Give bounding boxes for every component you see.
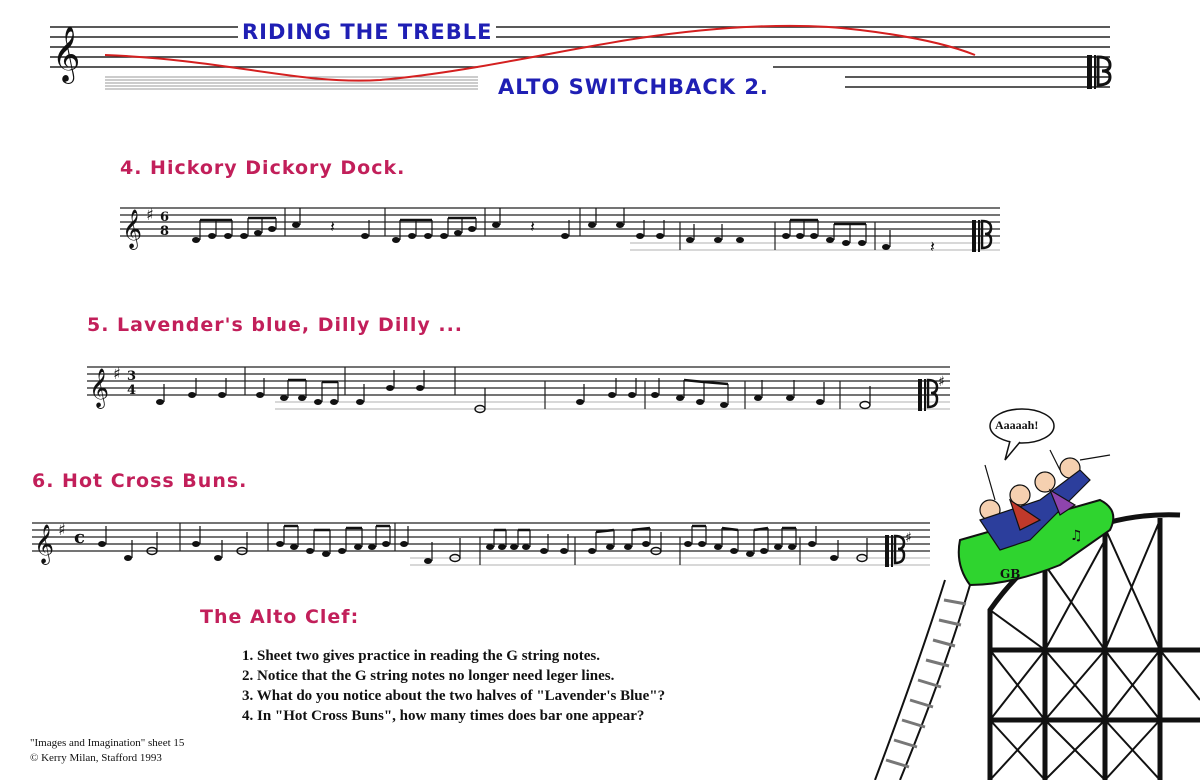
- song-title-hickory: 4. Hickory Dickory Dock.: [120, 157, 406, 179]
- speech-bubble: [989, 408, 1055, 444]
- car-label: GB: [1000, 567, 1020, 581]
- key-sharp-icon: ♯: [905, 530, 912, 546]
- credit-block: "Images and Imagination" sheet 15 © Kerr…: [30, 736, 184, 766]
- note-heads: [98, 541, 838, 564]
- time-signature-top: 6: [160, 210, 169, 225]
- svg-text:𝄽: 𝄽: [330, 217, 335, 236]
- time-signature-bottom: 4: [127, 383, 136, 398]
- passengers: [979, 449, 1111, 551]
- treble-clef-icon: 𝄞: [34, 524, 54, 565]
- key-sharp-icon: ♯: [113, 364, 121, 383]
- treble-clef-icon: 𝄞: [122, 209, 142, 250]
- half-notes: [474, 400, 871, 414]
- bar-lines: [179, 523, 801, 565]
- note-heads: [192, 222, 890, 250]
- bar-lines: [284, 208, 876, 250]
- score-lavender: 𝄞 ♯ 3 4 ♯: [87, 364, 950, 414]
- time-signature-top: 3: [127, 369, 136, 384]
- question-item: 3. What do you notice about the two halv…: [242, 688, 666, 704]
- coaster-car: [957, 498, 1115, 587]
- coaster-cross-braces: [989, 519, 1200, 780]
- note-stems: [105, 526, 868, 561]
- banner-title: RIDING THE TREBLE: [238, 20, 497, 44]
- banner-lower-staff-right: [845, 76, 1110, 88]
- question-item: 4. In "Hot Cross Buns", how many times d…: [242, 708, 645, 724]
- note-stems: [199, 208, 891, 247]
- question-list: 1. Sheet two gives practice in reading t…: [242, 646, 665, 726]
- red-track-curve: [104, 24, 976, 82]
- score-hickory: 𝄞 ♯ 6 8: [120, 205, 1000, 256]
- song-title-lavender: 5. Lavender's blue, Dilly Dilly ...: [87, 314, 464, 336]
- banner-subtitle: ALTO SWITCHBACK 2.: [494, 75, 773, 99]
- common-time-icon: c: [74, 527, 85, 548]
- alto-clef-icon: [885, 534, 906, 567]
- question-item: 1. Sheet two gives practice in reading t…: [242, 648, 601, 664]
- question-item: 2. Notice that the G string notes no lon…: [242, 668, 615, 684]
- treble-clef-icon: 𝄞: [89, 368, 109, 409]
- score-hot-cross-buns: 𝄞 ♯ c: [32, 520, 930, 567]
- svg-text:𝄽: 𝄽: [930, 237, 935, 256]
- alto-clef-icon: [972, 219, 993, 252]
- credit-line-1: "Images and Imagination" sheet 15: [30, 737, 185, 749]
- alto-clef-icon: [918, 378, 939, 411]
- rest-icons: 𝄽 𝄽 𝄽: [330, 217, 935, 256]
- treble-clef-icon: 𝄞: [52, 26, 80, 84]
- note-heads: [156, 385, 824, 408]
- beams: [200, 216, 866, 226]
- beams: [284, 524, 796, 534]
- alto-clef-heading: The Alto Clef:: [200, 606, 360, 628]
- time-signature-bottom: 8: [160, 224, 169, 239]
- roller-coaster-illustration: GB ♫: [874, 408, 1200, 780]
- key-sharp-icon: ♯: [146, 205, 154, 224]
- coaster-track: [874, 579, 971, 780]
- track-ties: [885, 598, 967, 769]
- key-sharp-icon: ♯: [938, 374, 945, 390]
- credit-line-2: © Kerry Milan, Stafford 1993: [30, 752, 162, 764]
- music-note-icon: ♫: [1070, 528, 1083, 544]
- banner-lower-lines: [105, 76, 480, 90]
- bar-lines: [244, 367, 841, 409]
- alto-clef-icon: [1087, 55, 1112, 89]
- svg-text:𝄽: 𝄽: [530, 217, 535, 236]
- half-notes: [146, 546, 868, 563]
- speech-bubble-text: Aaaaah!: [995, 418, 1039, 432]
- beams: [288, 378, 729, 386]
- key-sharp-icon: ♯: [58, 520, 66, 539]
- song-title-hot-cross-buns: 6. Hot Cross Buns.: [32, 470, 248, 492]
- note-stems: [163, 370, 871, 409]
